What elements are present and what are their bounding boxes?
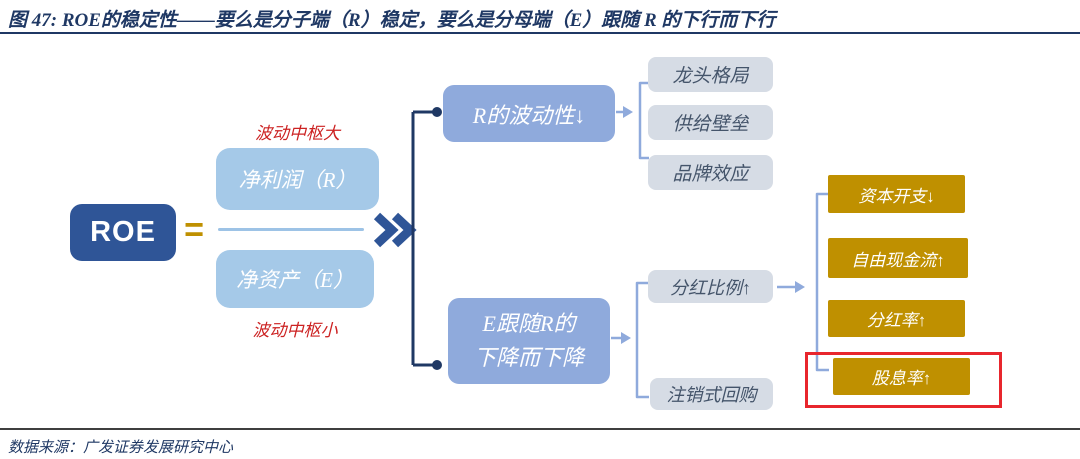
equals-sign: = [184,210,204,249]
footer-divider [0,428,1080,430]
connector-dot-top [432,107,442,117]
child-supply-barrier: 供给壁垒 [648,105,773,140]
double-chevron-icon [373,212,417,248]
roe-box: ROE [70,204,176,261]
main-bracket [411,110,435,367]
title-divider [0,32,1080,34]
branch-r-volatility: R的波动性↓ [443,85,615,142]
red-highlight-box [805,352,1002,408]
data-source: 数据来源：广发证券发展研究中心 [8,440,234,456]
child-brand-effect: 品牌效应 [648,155,773,190]
figure-title: 图 47: ROE的稳定性——要么是分子端（R）稳定，要么是分母端（E）跟随 R… [8,10,776,31]
branch-connectors [611,81,829,399]
numerator-box: 净利润（R） [216,148,379,210]
bracket-top-children [638,81,649,160]
branch-e-line1: E跟随R的 [482,310,576,336]
denominator-note: 波动中枢小 [252,321,338,340]
arrowheads [621,106,805,344]
denominator-box: 净资产（E） [216,250,374,308]
fraction-line [218,228,364,231]
branch-e-line2: 下降而下降 [473,345,584,370]
numerator-note: 波动中枢大 [255,124,340,143]
outcome-payout-ratio-up: 分红率↑ [828,300,965,337]
outcome-dividend-yield-up: 股息率↑ [833,358,970,395]
child-dividend-ratio: 分红比例↑ [648,270,773,303]
child-cancel-buyback: 注销式回购 [650,378,773,410]
outcome-capex-down: 资本开支↓ [828,175,965,213]
outcome-free-cash-flow-up: 自由现金流↑ [828,238,968,278]
child-leader-structure: 龙头格局 [648,57,773,92]
branch-e-follows-r: E跟随R的 下降而下降 [448,298,610,384]
bracket-outcomes [815,192,829,372]
connector-dot-bottom [432,360,442,370]
bracket-bottom-children [635,281,649,399]
